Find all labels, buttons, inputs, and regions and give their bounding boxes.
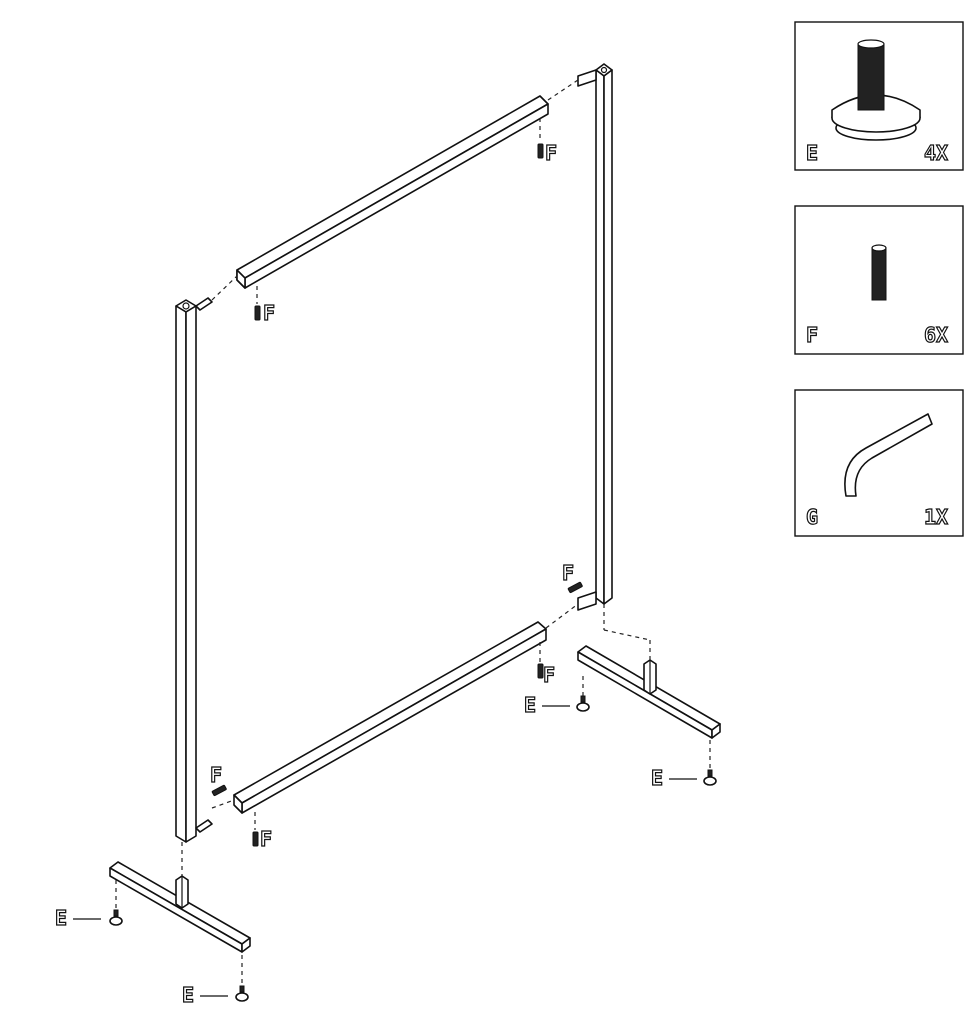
- bolt-f-upright-left: [211, 784, 227, 797]
- glide-e-left-a: [109, 909, 123, 926]
- part-box-e: E 4X: [794, 21, 964, 171]
- part-e-quantity: 4X: [924, 141, 948, 165]
- top-rail: [236, 95, 549, 289]
- part-box-g: G 1X: [794, 389, 964, 537]
- assembly-guides: [115, 79, 711, 988]
- callout-f-bottom-right: F: [543, 663, 555, 687]
- bolt-f-top-left: [254, 305, 261, 321]
- callout-f-bottom-left: F: [260, 827, 272, 851]
- right-upright: [577, 63, 613, 611]
- callout-f-upright-right: F: [562, 561, 574, 585]
- bottom-rail: [233, 621, 547, 814]
- callout-f-upright-left: F: [210, 763, 222, 787]
- bolt-f-bottom-left: [252, 831, 259, 847]
- part-f-quantity: 6X: [924, 323, 948, 347]
- threaded-bolt-icon: [871, 244, 887, 301]
- callout-f-top-left: F: [263, 301, 275, 325]
- glide-e-left-b: [235, 985, 249, 1002]
- glide-e-right-b: [703, 769, 717, 786]
- bolt-f-bottom-right: [537, 663, 544, 679]
- part-g-quantity: 1X: [924, 505, 948, 529]
- allen-key-icon: [844, 413, 933, 497]
- callout-f-top-right: F: [545, 141, 557, 165]
- callout-e-right-b: E: [651, 766, 663, 790]
- callout-e-right-a: E: [524, 693, 536, 717]
- callout-e-left-a: E: [55, 906, 67, 930]
- bolt-f-upright-right: [567, 581, 583, 594]
- bolt-f-top-right: [537, 143, 544, 159]
- callout-e-left-b: E: [182, 983, 194, 1007]
- part-e-letter: E: [806, 141, 818, 165]
- part-g-letter: G: [806, 505, 818, 529]
- glide-e-right-a: [576, 695, 590, 712]
- left-upright: [175, 297, 213, 843]
- part-f-letter: F: [806, 323, 818, 347]
- leveling-foot-icon: [831, 39, 921, 141]
- part-box-f: F 6X: [794, 205, 964, 355]
- right-foot: [577, 645, 721, 739]
- left-foot: [109, 861, 251, 953]
